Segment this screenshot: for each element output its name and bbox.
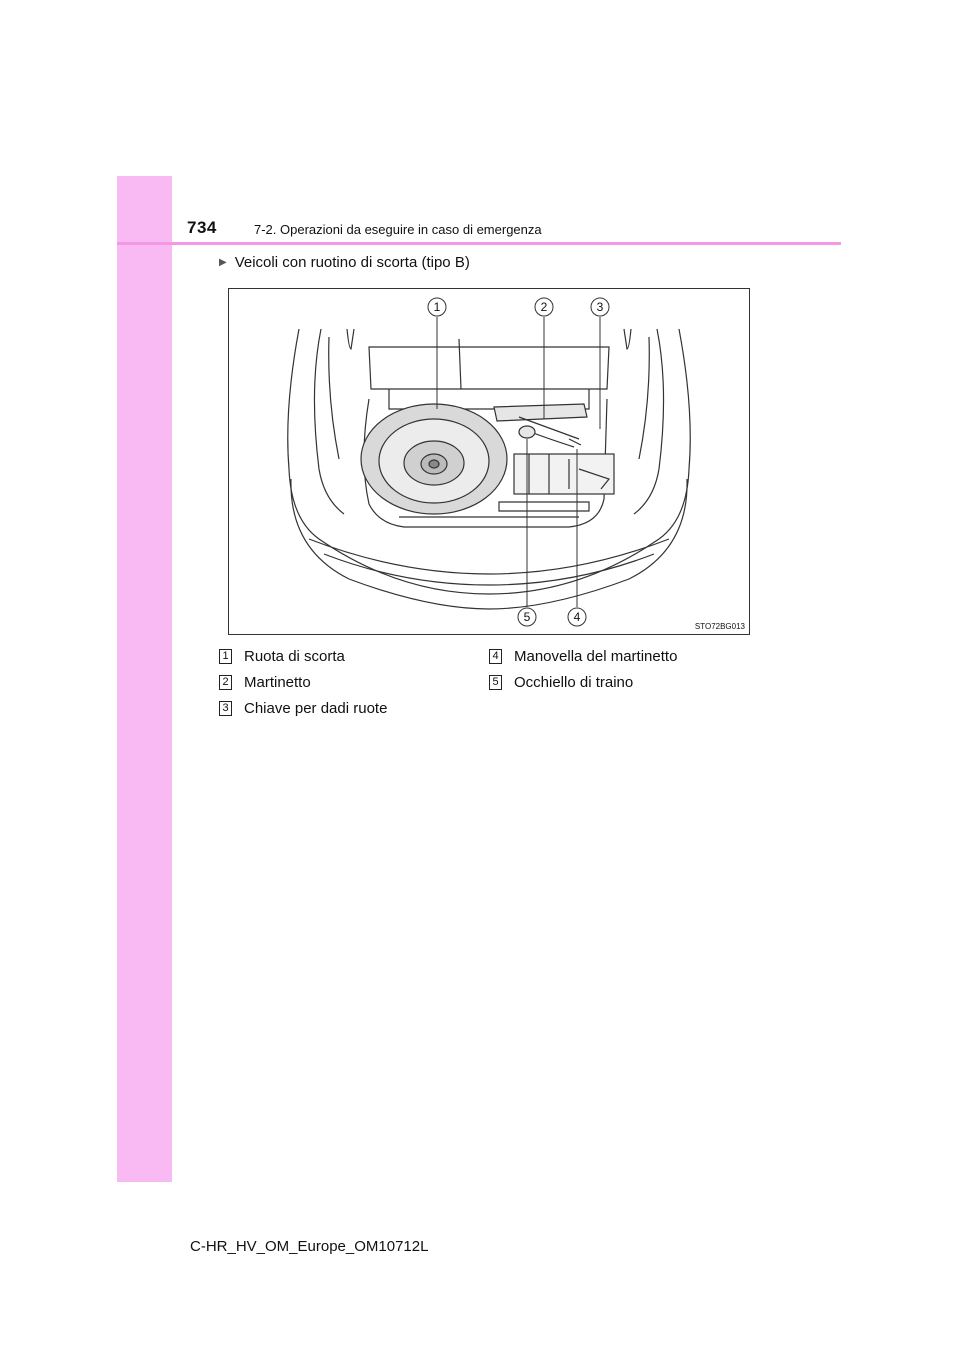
legend-label: Martinetto: [244, 674, 311, 691]
footer-doc-code: C-HR_HV_OM_Europe_OM10712L: [190, 1238, 429, 1255]
subheading-text: Veicoli con ruotino di scorta (tipo B): [234, 254, 470, 271]
figure-code: STO72BG013: [694, 622, 745, 631]
side-color-strip: [117, 176, 172, 1182]
trunk-drawing: 1 2 3 4 5: [287, 297, 691, 627]
legend-item-jack-handle: 4 Manovella del martinetto: [489, 648, 677, 665]
legend-item-jack: 2 Martinetto: [219, 674, 311, 691]
callout-label-3: 3: [597, 300, 604, 314]
callout-5: [517, 607, 537, 627]
legend-number: 5: [489, 675, 502, 690]
trunk-illustration: 1 2 3 4 5 STO72BG013: [228, 288, 750, 635]
section-title: 7-2. Operazioni da eseguire in caso di e…: [254, 222, 542, 237]
legend-label: Chiave per dadi ruote: [244, 700, 388, 717]
triangle-right-icon: ▶: [219, 257, 227, 268]
legend-number: 3: [219, 701, 232, 716]
callout-label-1: 1: [434, 300, 441, 314]
legend-label: Occhiello di traino: [514, 674, 634, 691]
legend-number: 1: [219, 649, 232, 664]
header-rule: [117, 242, 841, 245]
legend-item-wheel-nut-wrench: 3 Chiave per dadi ruote: [219, 700, 387, 717]
legend-label: Ruota di scorta: [244, 648, 345, 665]
callout-4: [567, 607, 587, 627]
legend-label: Manovella del martinetto: [514, 648, 678, 665]
callout-label-4: 4: [574, 610, 581, 624]
callout-1: [427, 297, 447, 317]
callout-2: [534, 297, 554, 317]
legend-number: 4: [489, 649, 502, 664]
legend-item-spare-wheel: 1 Ruota di scorta: [219, 648, 345, 665]
callout-label-2: 2: [541, 300, 548, 314]
page-number: 734: [187, 218, 217, 237]
legend-number: 2: [219, 675, 232, 690]
jack-tools: [493, 403, 615, 495]
legend-item-towing-eyelet: 5 Occhiello di traino: [489, 674, 633, 691]
callout-label-5: 5: [524, 610, 531, 624]
spare-wheel: [360, 403, 508, 515]
subheading: ▶ Veicoli con ruotino di scorta (tipo B): [219, 254, 470, 271]
callout-3: [590, 297, 610, 317]
